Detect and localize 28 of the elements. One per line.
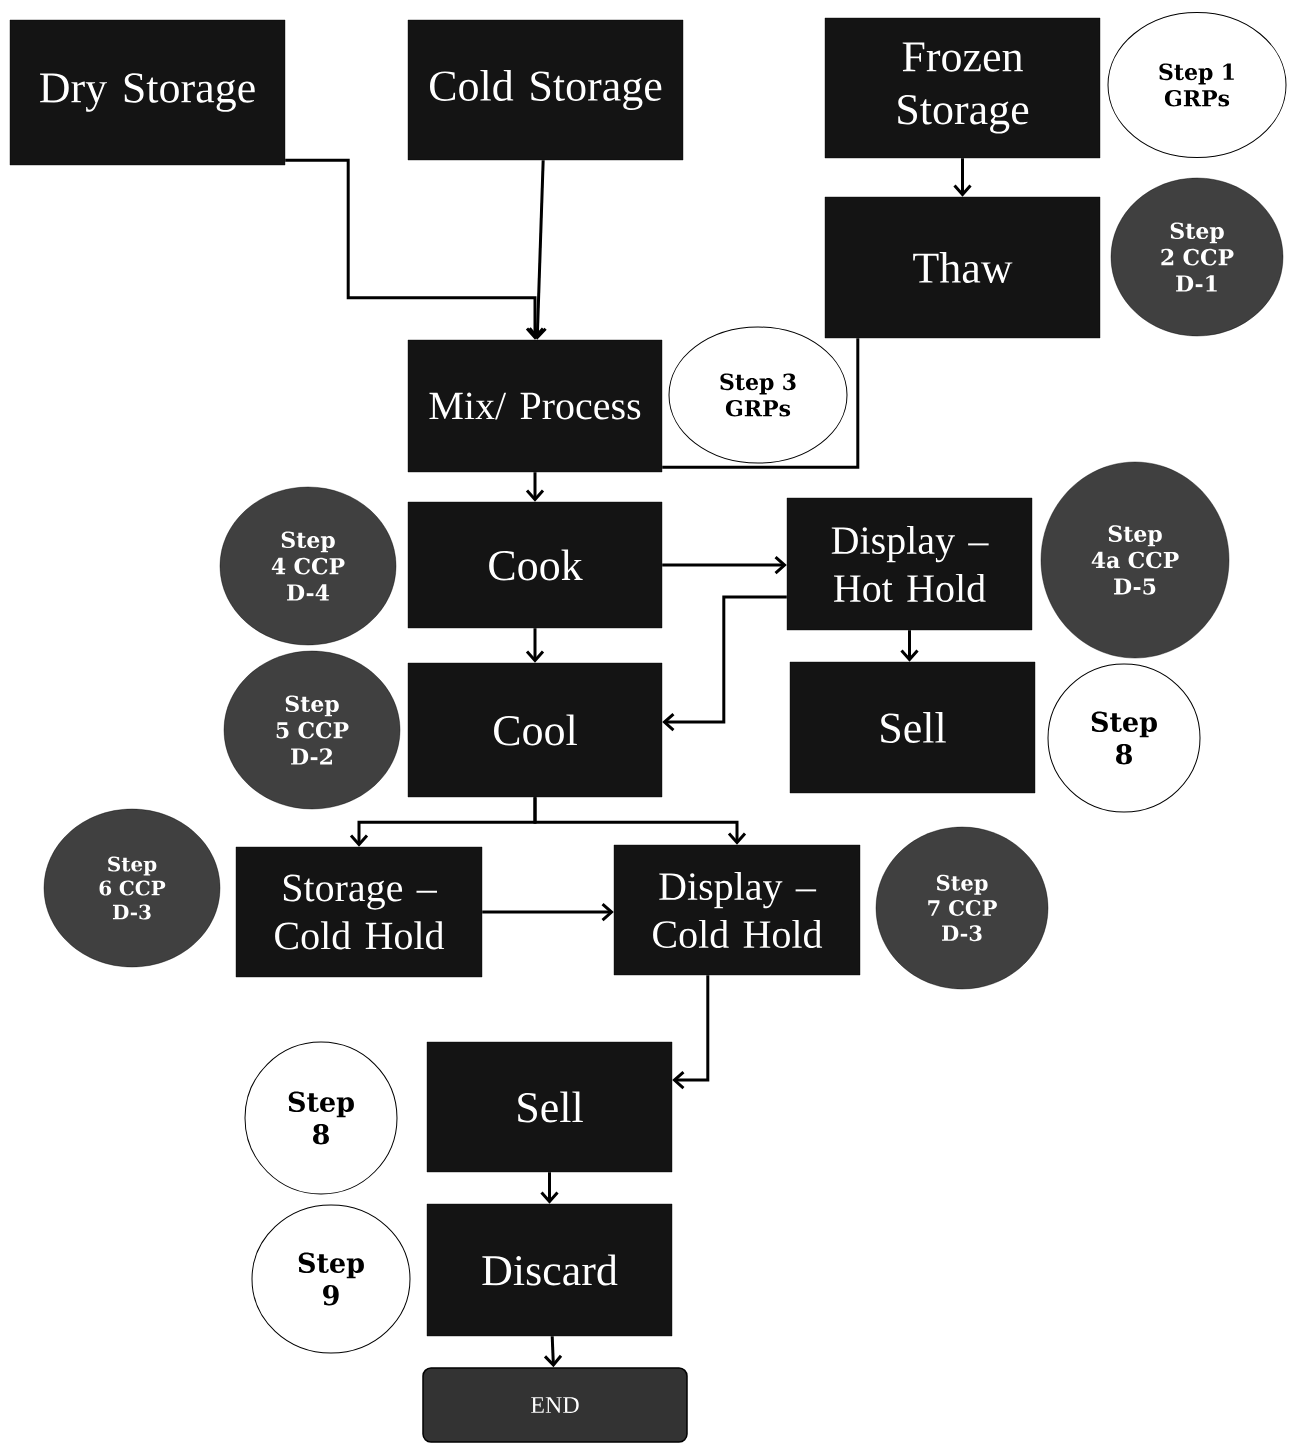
process-box: Cook xyxy=(407,501,663,629)
process-box: Sell xyxy=(426,1041,673,1173)
process-box: Cold Storage xyxy=(407,19,684,161)
process-box: Display – Cold Hold xyxy=(613,844,861,976)
arrow xyxy=(525,628,545,663)
arrow xyxy=(672,975,710,1090)
arrow xyxy=(533,797,747,845)
arrow xyxy=(900,630,919,662)
process-box: Thaw xyxy=(824,196,1101,339)
arrow xyxy=(662,595,787,732)
arrow xyxy=(662,555,787,575)
process-box: Cool xyxy=(407,662,663,798)
arrow xyxy=(285,158,545,340)
end-box: END xyxy=(422,1367,688,1443)
arrow xyxy=(543,1336,563,1368)
process-box: Storage – Cold Hold xyxy=(235,846,483,978)
process-box: Dry Storage xyxy=(9,19,286,166)
process-box: Discard xyxy=(426,1203,673,1337)
arrow xyxy=(528,160,547,340)
process-box: Sell xyxy=(789,661,1036,794)
connector-line xyxy=(662,338,860,469)
arrow xyxy=(953,158,972,197)
process-box: Frozen Storage xyxy=(824,17,1101,159)
process-box: Display – Hot Hold xyxy=(786,497,1033,631)
arrow xyxy=(525,472,545,502)
process-box: Mix/ Process xyxy=(407,339,663,473)
arrow xyxy=(540,1172,559,1204)
arrow xyxy=(482,902,614,922)
